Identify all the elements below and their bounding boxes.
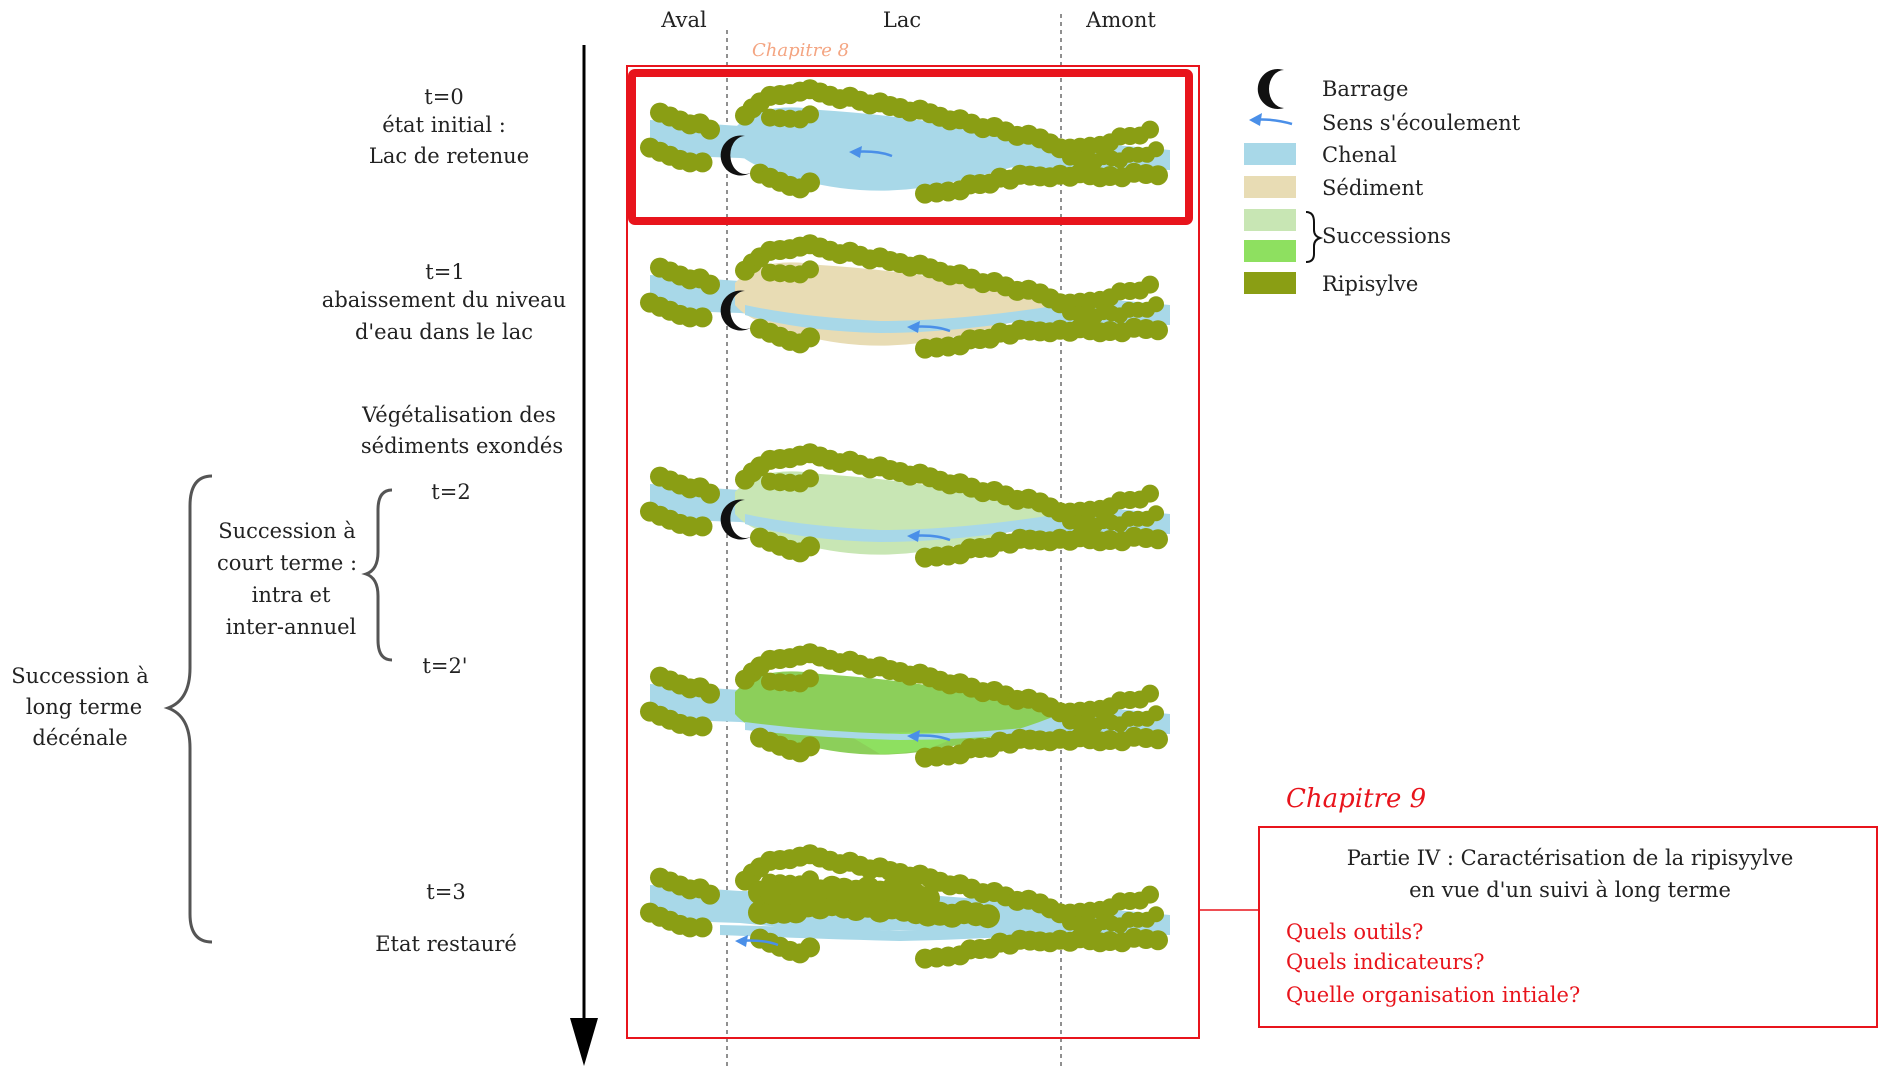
stage-t0-line2: Lac de retenue xyxy=(368,144,530,168)
legend-item-barrage: Barrage xyxy=(1240,72,1540,102)
dam-crescent-icon xyxy=(1257,69,1284,109)
inner-channel xyxy=(745,722,1060,740)
flow-arrow xyxy=(735,935,779,947)
stage-veg-line2: sédiments exondés xyxy=(360,434,564,458)
stage-veg-line1: Végétalisation des xyxy=(362,403,556,427)
column-lac: Lac xyxy=(882,8,922,32)
legend-item-successions: Successions xyxy=(1240,204,1540,264)
inner-channel xyxy=(720,925,1060,941)
long-term-line1: Succession à xyxy=(11,664,149,688)
legend-label-successions: Successions xyxy=(1322,224,1452,248)
chapter9-frame xyxy=(626,65,1200,1039)
question-organisation: Quelle organisation intiale? xyxy=(1286,983,1581,1007)
dam-crescent xyxy=(720,135,752,176)
panel-t3 xyxy=(640,844,1170,969)
short-term-line3: intra et xyxy=(251,583,331,607)
stage-t0-time: t=0 xyxy=(424,85,464,109)
chapter9-label: Chapitre 9 xyxy=(1286,784,1427,814)
legend-swatch-succession-late xyxy=(1244,240,1296,262)
legend-item-sediment: Sédiment xyxy=(1240,171,1540,201)
inner-channel xyxy=(745,305,1060,333)
long-term-line2: long terme xyxy=(25,695,143,719)
legend-item-ripisylve: Ripisylve xyxy=(1240,267,1540,297)
flow-arrow xyxy=(907,530,951,542)
legend-swatch-sediment xyxy=(1244,176,1296,198)
flow-arrow xyxy=(849,146,893,158)
short-term-line4: inter-annuel xyxy=(225,615,357,639)
short-term-line2: court terme : xyxy=(216,551,358,575)
stage-t3-label: Etat restauré xyxy=(375,932,517,956)
legend-label-flow: Sens s'écoulement xyxy=(1322,111,1521,135)
legend-icons xyxy=(1249,69,1324,263)
dam-crescent xyxy=(720,290,752,331)
lake-body xyxy=(735,107,1060,191)
legend-swatch-chenal xyxy=(1244,143,1296,165)
panel-t1 xyxy=(640,234,1170,359)
legend-item-chenal: Chenal xyxy=(1240,138,1540,168)
panel-t2 xyxy=(640,443,1170,568)
legend-swatch-ripisylve xyxy=(1244,272,1296,294)
legend-label-chenal: Chenal xyxy=(1322,143,1397,167)
stage-t1-line1: abaissement du niveau xyxy=(321,288,567,312)
stage-t3-time: t=3 xyxy=(426,880,466,904)
legend-label-ripisylve: Ripisylve xyxy=(1322,272,1419,296)
flow-arrow xyxy=(907,730,951,742)
long-term-brace xyxy=(163,474,213,944)
stage-t2-time: t=2 xyxy=(431,480,471,504)
stage-t1-line2: d'eau dans le lac xyxy=(354,320,534,344)
legend-label-sediment: Sédiment xyxy=(1322,176,1424,200)
legend-label-barrage: Barrage xyxy=(1322,77,1409,101)
partie-iv-title-line2: en vue d'un suivi à long terme xyxy=(1409,878,1731,902)
flow-arrow xyxy=(907,321,951,333)
stage-t2p-time: t=2' xyxy=(422,654,468,678)
question-indicators: Quels indicateurs? xyxy=(1286,950,1485,974)
long-term-line3: décénale xyxy=(32,726,128,750)
column-aval: Aval xyxy=(661,8,707,32)
panel-t0 xyxy=(640,79,1170,204)
partie-iv-box: Partie IV : Caractérisation de la ripisy… xyxy=(1258,826,1878,1028)
chapter8-highlight xyxy=(628,69,1193,225)
stage-t1-time: t=1 xyxy=(425,260,465,284)
successions-brace xyxy=(1305,211,1324,263)
chapter8-label: Chapitre 8 xyxy=(752,40,850,61)
inner-channel xyxy=(745,514,1060,542)
legend-item-flow: Sens s'écoulement xyxy=(1240,106,1540,136)
question-tools: Quels outils? xyxy=(1286,920,1424,944)
legend-swatch-succession-early xyxy=(1244,209,1296,231)
panel-t2p xyxy=(640,643,1170,768)
short-term-brace xyxy=(361,488,393,662)
flow-arrow-icon xyxy=(1249,113,1293,126)
partie-iv-title-line1: Partie IV : Caractérisation de la ripisy… xyxy=(1346,846,1794,870)
dam-crescent xyxy=(720,499,752,540)
stage-t0-line1: état initial : xyxy=(382,113,506,137)
river-panels xyxy=(640,79,1170,969)
short-term-line1: Succession à xyxy=(218,519,356,543)
column-amont: Amont xyxy=(1086,8,1156,32)
time-axis-arrowhead xyxy=(570,1018,598,1066)
